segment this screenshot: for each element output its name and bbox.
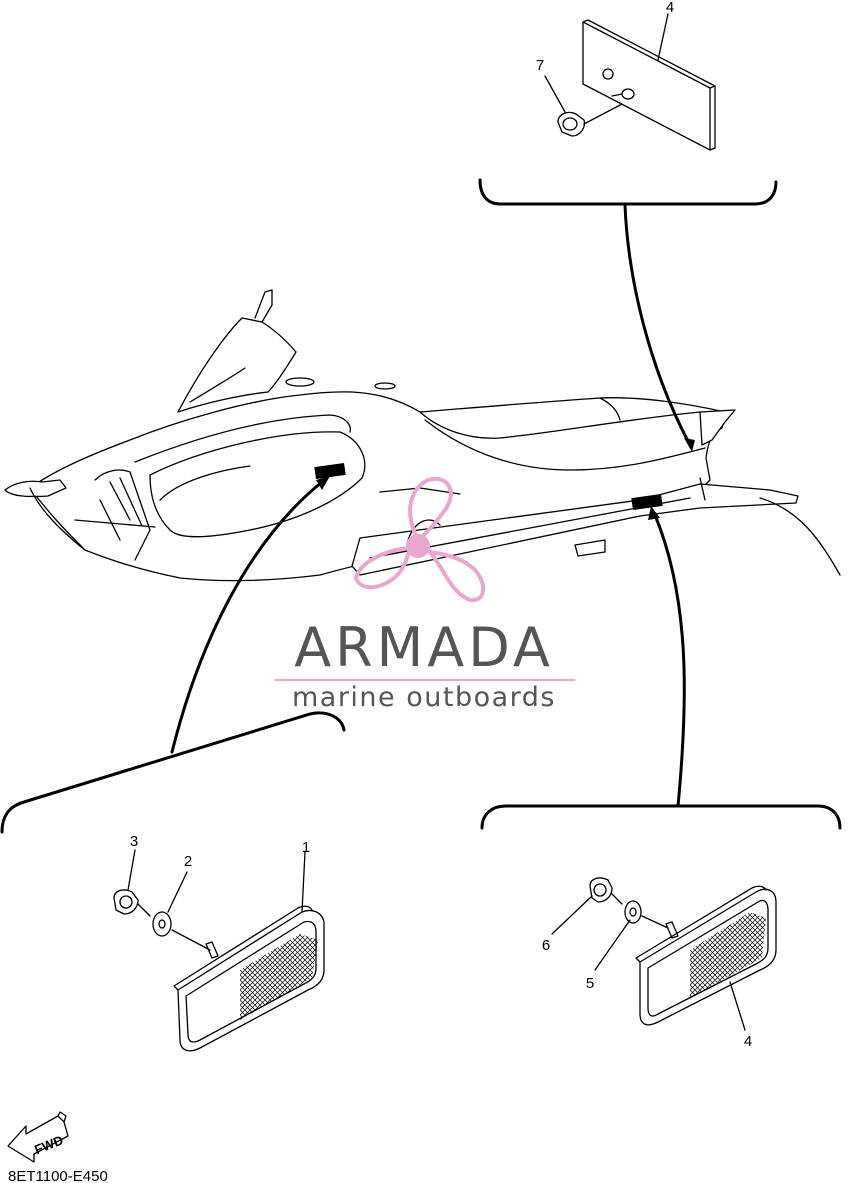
callout-left-reflector: 1 xyxy=(302,839,310,856)
washer-part xyxy=(152,911,172,937)
callout-right-nut: 6 xyxy=(542,937,550,954)
side-reflector-part xyxy=(635,885,777,1026)
callout-right-washer: 5 xyxy=(586,975,594,992)
nut-part xyxy=(589,877,613,903)
armada-watermark: ARMADA marine outboards xyxy=(275,476,575,713)
watermark-title: ARMADA xyxy=(294,616,554,679)
callout-right-reflector: 4 xyxy=(744,1033,752,1050)
top-detail-panel: 4 7 xyxy=(478,0,778,206)
left-detail-panel: 1 2 3 xyxy=(0,711,346,1052)
watermark-subtitle: marine outboards xyxy=(292,682,556,713)
fwd-arrow-icon: FWD xyxy=(7,1111,69,1163)
washer-part xyxy=(624,900,642,924)
side-reflector-part xyxy=(173,905,325,1052)
nut-part xyxy=(557,103,623,137)
snowmobile-illustration xyxy=(4,289,841,582)
callout-left-nut: 3 xyxy=(130,833,138,850)
right-detail-panel: 4 5 6 xyxy=(480,804,842,1050)
nut-part xyxy=(113,889,139,915)
callout-top-nut: 7 xyxy=(536,57,544,74)
rear-reflector-part xyxy=(582,19,716,151)
callout-left-washer: 2 xyxy=(184,853,192,870)
callout-top-reflector: 4 xyxy=(666,0,674,16)
leader-lines xyxy=(170,203,695,808)
propeller-logo-icon xyxy=(353,476,486,603)
diagram-code: 8ET1100-E450 xyxy=(8,1168,108,1183)
